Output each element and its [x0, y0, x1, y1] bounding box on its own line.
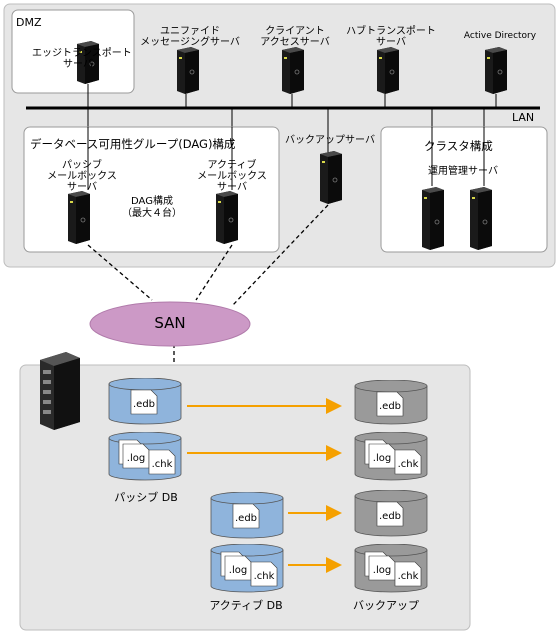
- san-label: SAN: [154, 314, 186, 332]
- passive-mailbox-server-icon: [68, 191, 90, 244]
- edb-file-icon: .edb: [376, 501, 404, 527]
- svg-text:.log: .log: [229, 565, 247, 576]
- unified-messaging-server-icon: [177, 47, 199, 94]
- ops-server-icon-2: [470, 187, 492, 250]
- backup-server-icon: [320, 151, 342, 204]
- passive-edb-cylinder: .edb: [108, 378, 182, 425]
- active-log-cylinder: .log .chk: [210, 544, 284, 593]
- edb-file-icon: .edb: [232, 503, 260, 529]
- svg-text:.log: .log: [373, 453, 391, 464]
- chk-file-icon: .chk: [148, 449, 176, 475]
- chk-file-icon: .chk: [250, 561, 278, 587]
- edb-file-icon: .edb: [376, 391, 404, 417]
- svg-text:.edb: .edb: [379, 401, 401, 412]
- active-db-label: アクティブ DB: [209, 599, 283, 612]
- hub-transport-label: ハブトランスポートサーバ: [346, 26, 436, 48]
- backup-log-cylinder-1: .log .chk: [354, 432, 428, 481]
- svg-text:.chk: .chk: [398, 459, 419, 470]
- svg-text:.edb: .edb: [379, 511, 401, 522]
- backup-edb-cylinder-2: .edb: [354, 490, 428, 537]
- dag-title: データベース可用性グループ(DAG)構成: [30, 137, 236, 151]
- svg-text:.chk: .chk: [398, 571, 419, 582]
- edge-transport-label: エッジトランスポートサーバ: [32, 48, 132, 70]
- backup-label: バックアップ: [353, 599, 419, 612]
- san-cloud: [89, 301, 251, 347]
- log-file-icon: .log: [368, 443, 396, 469]
- active-mailbox-server-icon: [216, 191, 238, 244]
- edge-transport-server-icon: [77, 41, 99, 84]
- lan-label: LAN: [512, 111, 535, 124]
- storage-array-icon: [40, 352, 80, 430]
- active-mailbox-label: アクティブメールボックスサーバ: [197, 160, 267, 193]
- ops-server-icon-1: [422, 187, 444, 250]
- unified-messaging-label: ユニファイドメッセージングサーバ: [140, 26, 240, 48]
- log-file-icon: .log: [122, 443, 150, 469]
- backup-edb-cylinder-1: .edb: [354, 380, 428, 425]
- svg-text:.edb: .edb: [133, 399, 155, 410]
- passive-mailbox-label: パッシブメールボックスサーバ: [47, 160, 117, 193]
- client-access-server-icon: [282, 47, 304, 94]
- client-access-label: クライアントアクセスサーバ: [260, 26, 330, 48]
- passive-db-label: パッシブ DB: [114, 491, 178, 504]
- svg-text:.edb: .edb: [235, 513, 257, 524]
- log-file-icon: .log: [224, 555, 252, 581]
- svg-text:.chk: .chk: [254, 571, 275, 582]
- dmz-box: [11, 9, 135, 94]
- chk-file-icon: .chk: [394, 449, 422, 475]
- svg-text:.log: .log: [373, 565, 391, 576]
- active-directory-label: Active Directory: [463, 31, 537, 41]
- edb-file-icon: .edb: [130, 389, 158, 415]
- ops-management-label: 運用管理サーバ: [428, 166, 498, 177]
- passive-log-cylinder: .log .chk: [108, 432, 182, 481]
- active-directory-server-icon: [485, 47, 507, 94]
- backup-log-cylinder-2: .log .chk: [354, 544, 428, 593]
- dmz-label: DMZ: [16, 16, 42, 29]
- active-edb-cylinder: .edb: [210, 492, 284, 539]
- chk-file-icon: .chk: [394, 561, 422, 587]
- hub-transport-server-icon: [377, 47, 399, 94]
- log-file-icon: .log: [368, 555, 396, 581]
- svg-text:.log: .log: [127, 453, 145, 464]
- svg-text:.chk: .chk: [152, 459, 173, 470]
- backup-server-label: バックアップサーバ: [285, 135, 375, 146]
- cluster-title: クラスタ構成: [424, 139, 493, 153]
- dag-capacity-note: DAG構成（最大４台）: [122, 196, 182, 219]
